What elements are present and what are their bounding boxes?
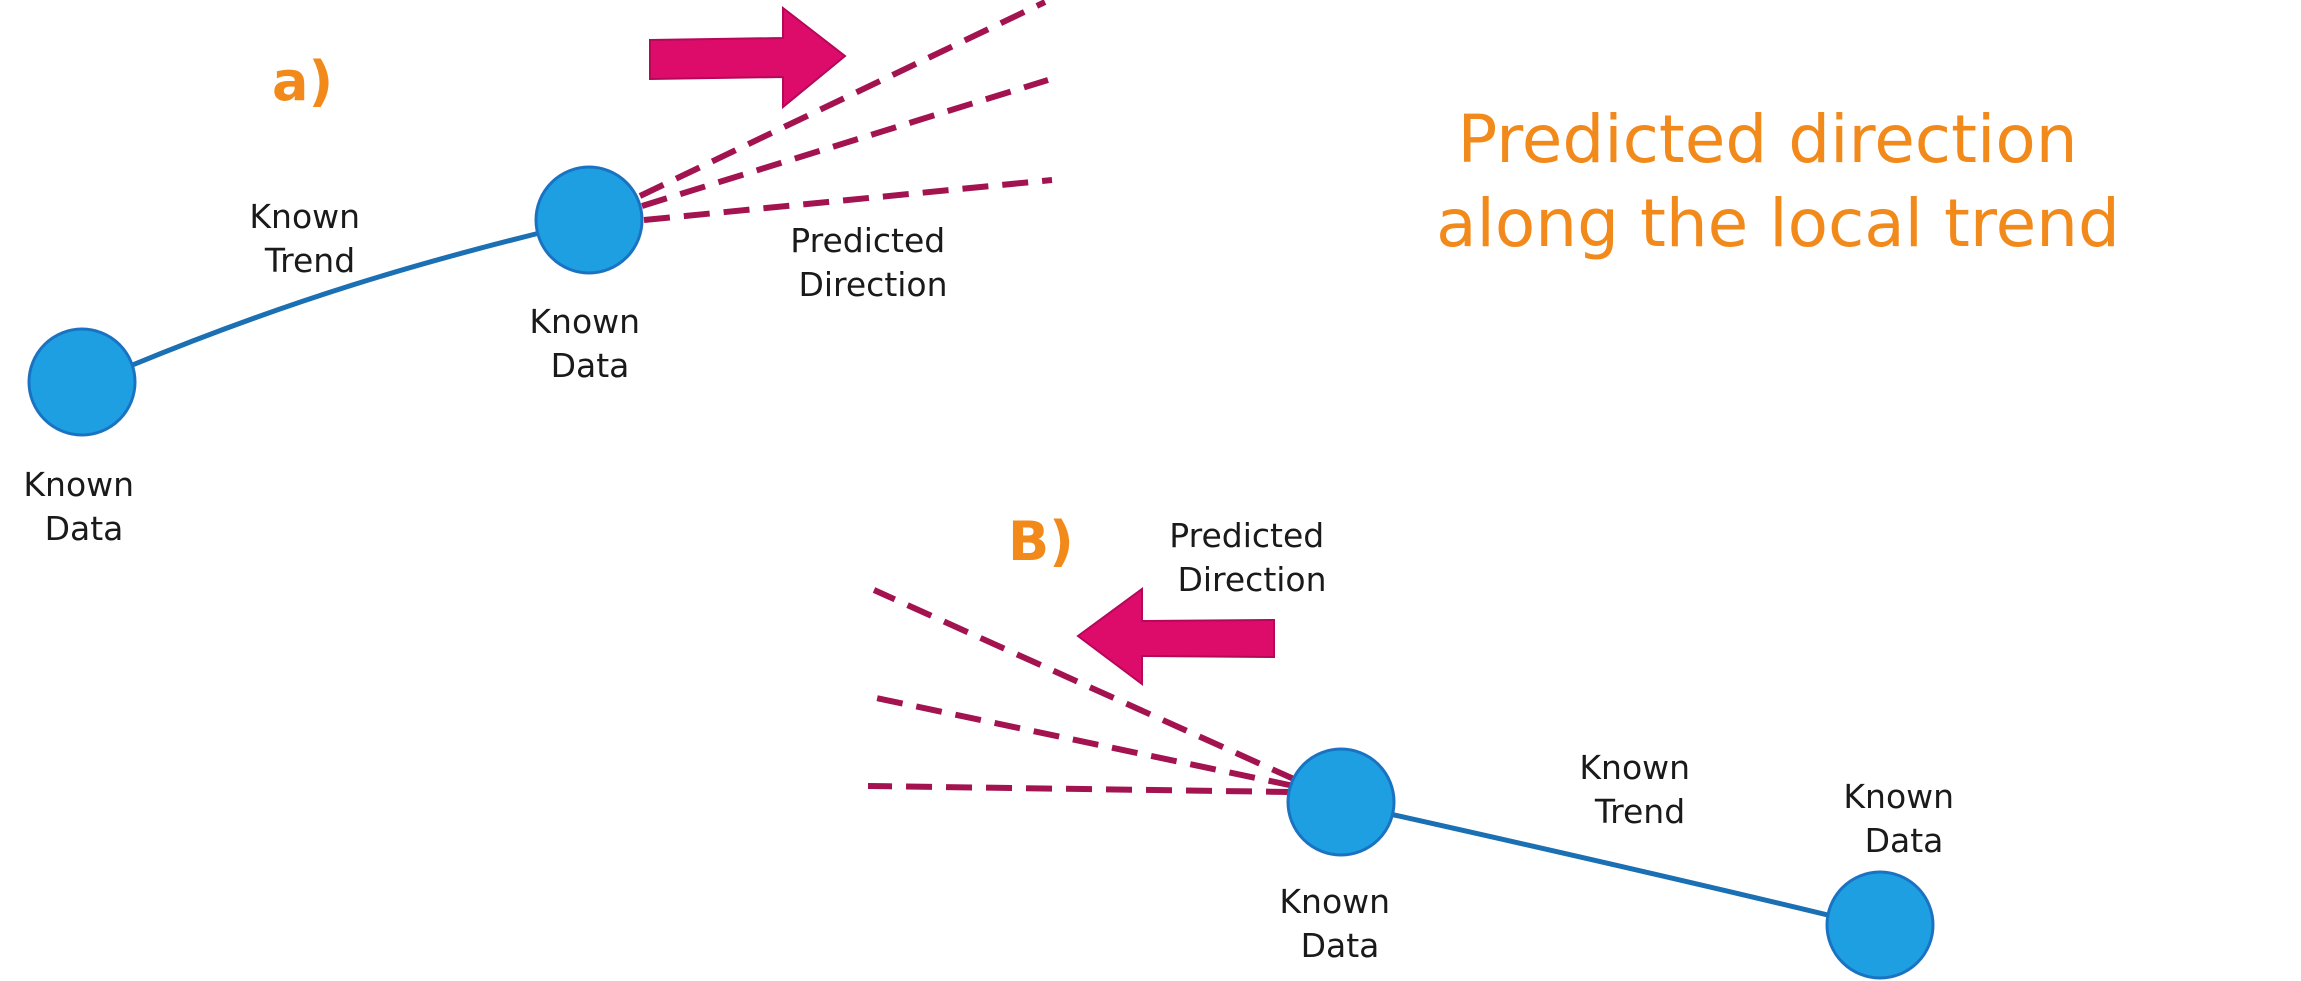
panel-a-right-node-label: Known Data <box>529 302 650 385</box>
panel-b-prediction-line-lower <box>867 783 1293 795</box>
panel-a-prediction-lines <box>638 0 1053 223</box>
panel-b-left-node <box>1286 747 1396 857</box>
panel-a-right-node <box>534 165 644 275</box>
panel-a-prediction-line-lower <box>643 177 1053 223</box>
panel-b-prediction-line-middle <box>875 695 1295 789</box>
panel-a-left-node <box>27 327 137 437</box>
panel-a-letter: a) <box>272 50 333 113</box>
panel-a-prediction-line-upper <box>638 0 1047 199</box>
headline: Predicted direction along the local tren… <box>1436 101 2120 262</box>
panel-a: a) Known Trend Known Data Known Data Pre… <box>23 0 1053 548</box>
panel-b-trend-line <box>1387 811 1843 921</box>
panel-b-prediction-label: Predicted Direction <box>1169 516 1334 599</box>
panel-b-prediction-lines <box>867 587 1298 795</box>
headline-line-2: along the local trend <box>1436 185 2120 262</box>
panel-a-left-node-label: Known Data <box>23 465 144 548</box>
panel-b-letter: B) <box>1008 510 1074 573</box>
headline-line-1: Predicted direction <box>1457 101 2077 178</box>
panel-a-prediction-line-middle <box>641 77 1049 209</box>
panel-b: B) Predicted Direction Known Trend Known… <box>867 510 1964 980</box>
panel-b-trend-label: Known Trend <box>1579 748 1700 831</box>
panel-a-trend-line <box>127 225 563 369</box>
panel-a-prediction-label: Predicted Direction <box>790 221 955 304</box>
panel-b-prediction-line-upper <box>872 587 1298 783</box>
panel-b-right-node <box>1825 870 1935 980</box>
panel-b-right-node-label: Known Data <box>1843 777 1964 860</box>
panel-a-trend-label: Known Trend <box>249 197 370 280</box>
panel-b-left-node-label: Known Data <box>1279 882 1400 965</box>
arrow-right-icon <box>649 5 847 110</box>
arrow-left-icon <box>1076 587 1275 686</box>
